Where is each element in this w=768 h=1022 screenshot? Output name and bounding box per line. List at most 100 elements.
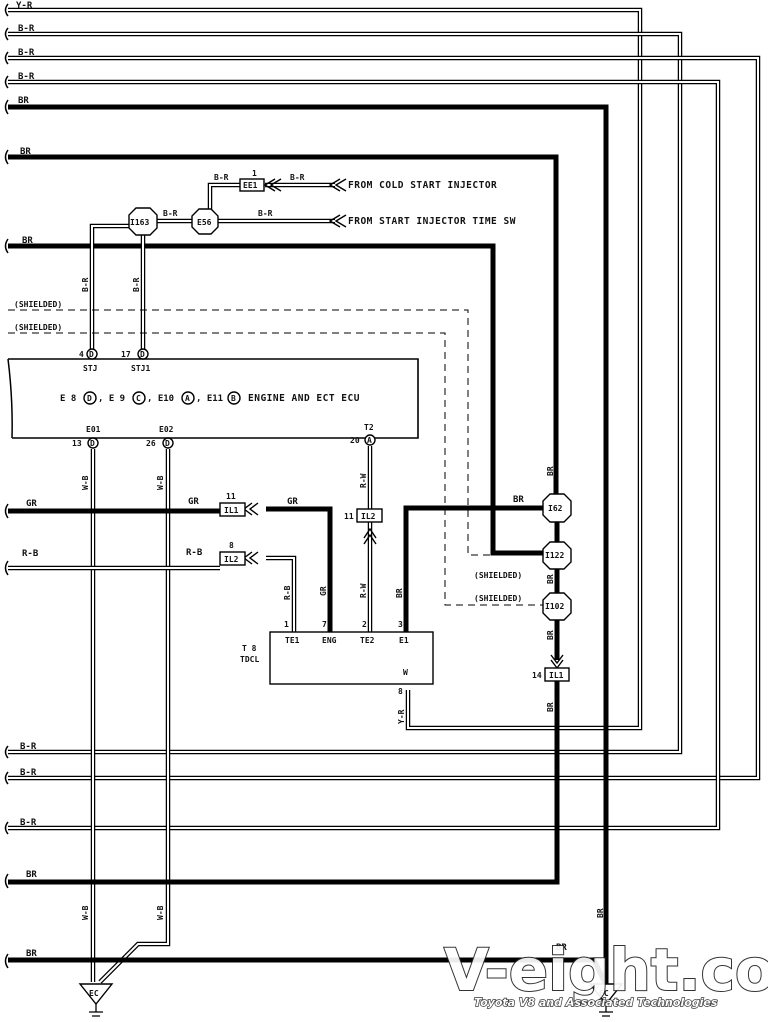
ecu-pin-stj1: D 17 STJ1	[121, 348, 150, 373]
wire-br-bottom-ground	[8, 957, 609, 987]
svg-text:, E10: , E10	[147, 394, 174, 404]
ground-wires-wb	[90, 449, 171, 984]
wire-label-gr-vert: GR	[319, 586, 328, 596]
svg-text:E 8: E 8	[60, 394, 76, 404]
wire-label-br-e1: BR	[395, 588, 404, 598]
wire-label-brown-2: BR	[20, 147, 31, 157]
svg-text:D: D	[165, 439, 170, 448]
source-arrows	[263, 178, 347, 228]
svg-text:11: 11	[226, 492, 236, 501]
svg-text:ENG: ENG	[322, 636, 337, 645]
connector-il1-right: IL1 14	[532, 667, 570, 682]
tdcl-name: TDCL	[240, 655, 259, 664]
wire-e02-ground	[98, 449, 171, 984]
svg-text:A: A	[185, 394, 190, 403]
svg-text:A: A	[367, 436, 372, 445]
wire-label-rw-2: R-W	[359, 583, 368, 598]
wire-label-stj1-vert: B-R	[132, 277, 141, 292]
wire-gr-eng	[266, 506, 333, 632]
svg-text:IL1: IL1	[549, 671, 564, 680]
svg-text:13: 13	[72, 439, 82, 448]
wire-label-stj-vert: B-R	[81, 277, 90, 292]
svg-text:3: 3	[398, 620, 403, 629]
wire-br-ground-right	[8, 104, 609, 985]
wire-label-br-right-4: BR	[546, 702, 555, 712]
label-from-start-injector-time-sw: FROM START INJECTOR TIME SW	[348, 216, 516, 227]
label-from-cold-start-injector: FROM COLD START INJECTOR	[348, 180, 497, 191]
wire-e56-ee1	[207, 182, 240, 210]
svg-text:17: 17	[121, 350, 131, 359]
connector-e56-label: E56	[197, 218, 212, 227]
left-break-marks	[4, 3, 9, 969]
connector-e56: E56	[191, 208, 219, 235]
watermark-logo: V-eight.com Toyota V8 and Associated Tec…	[443, 935, 768, 1010]
wire-label-gr-mid: GR	[188, 497, 199, 507]
wire-label-wb-4: W-B	[156, 905, 165, 920]
wire-label-gr-left: GR	[26, 499, 37, 509]
wire-br-to-i62	[8, 154, 559, 498]
connector-i163-label: I163	[130, 218, 149, 227]
tdcl-input-wires	[8, 446, 547, 632]
wire-label-rb-mid: R-B	[186, 548, 203, 558]
connector-ee1: EE1 1	[239, 169, 265, 192]
svg-text:TE1: TE1	[285, 636, 300, 645]
svg-text:D: D	[89, 350, 94, 359]
ecu-pin-e02: E02 D 26	[146, 425, 174, 449]
svg-text:EC: EC	[599, 989, 609, 998]
connector-il2-mid: IL2 11	[344, 508, 383, 523]
svg-text:STJ1: STJ1	[131, 364, 150, 373]
wire-label-br-right-3: BR	[546, 630, 555, 640]
svg-text:26: 26	[146, 439, 156, 448]
ecu-connector-list: E 8 D , E 9 C , E10 A , E11 B ENGINE AND…	[60, 391, 359, 405]
connector-i163: I163	[128, 207, 158, 236]
label-shielded-1: (SHIELDED)	[14, 300, 62, 309]
label-shielded-2: (SHIELDED)	[14, 323, 62, 332]
wire-label-br-1: B-R	[18, 24, 35, 34]
svg-text:, E 9: , E 9	[98, 394, 125, 404]
wire-label-br-2: B-R	[18, 48, 35, 58]
wire-label-gr-right: GR	[287, 497, 298, 507]
watermark-tagline: Toyota V8 and Associated Technologies	[474, 996, 718, 1009]
svg-text:B: B	[231, 394, 236, 403]
top-wire-labels: Y-R B-R B-R B-R BR BR BR	[16, 1, 35, 246]
svg-text:14: 14	[532, 671, 542, 680]
svg-text:20: 20	[350, 436, 360, 445]
wire-label-wb-1: W-B	[81, 475, 90, 490]
wire-label-br-e1-h: BR	[513, 495, 524, 505]
ecu-pin-t2: T2 A 20	[350, 423, 376, 446]
label-shielded-4: (SHIELDED)	[474, 594, 522, 603]
ground-left: EC	[78, 983, 114, 1017]
connector-i122: I122	[542, 541, 572, 570]
wire-label-br-bottom: BR	[556, 943, 567, 953]
svg-text:I62: I62	[548, 504, 563, 513]
svg-text:1: 1	[284, 620, 289, 629]
wire-label-ee1-right: B-R	[290, 173, 305, 182]
svg-text:, E11: , E11	[196, 394, 223, 404]
wire-label-bot-brown-1: BR	[26, 870, 37, 880]
wire-label-bot-brown-2: BR	[26, 949, 37, 959]
tdcl-arrows	[242, 502, 377, 565]
connector-ee1-pin: 1	[252, 169, 257, 178]
wire-label-wb-2: W-B	[156, 475, 165, 490]
svg-text:I122: I122	[545, 551, 564, 560]
wire-label-br-gnd: BR	[596, 908, 605, 918]
connector-ee1-label: EE1	[243, 181, 258, 190]
wire-label-rb-left: R-B	[22, 549, 39, 559]
shielded-lines	[8, 309, 543, 606]
wire-label-yr: Y-R	[16, 1, 33, 11]
svg-text:D: D	[90, 439, 95, 448]
svg-text:D: D	[87, 394, 92, 403]
svg-text:T2: T2	[364, 423, 374, 432]
svg-text:IL2: IL2	[361, 512, 376, 521]
ecu-pin-e01: E01 D 13	[72, 425, 101, 449]
injector-wires	[89, 182, 335, 350]
svg-text:EC: EC	[89, 989, 99, 998]
wire-label-br-right-2: BR	[546, 574, 555, 584]
svg-text:E02: E02	[159, 425, 174, 434]
svg-text:D: D	[140, 350, 145, 359]
ground-right: EC	[588, 983, 624, 1017]
tdcl-id: T 8	[242, 644, 257, 653]
svg-text:8: 8	[398, 687, 403, 696]
wire-label-wb-3: W-B	[81, 905, 90, 920]
